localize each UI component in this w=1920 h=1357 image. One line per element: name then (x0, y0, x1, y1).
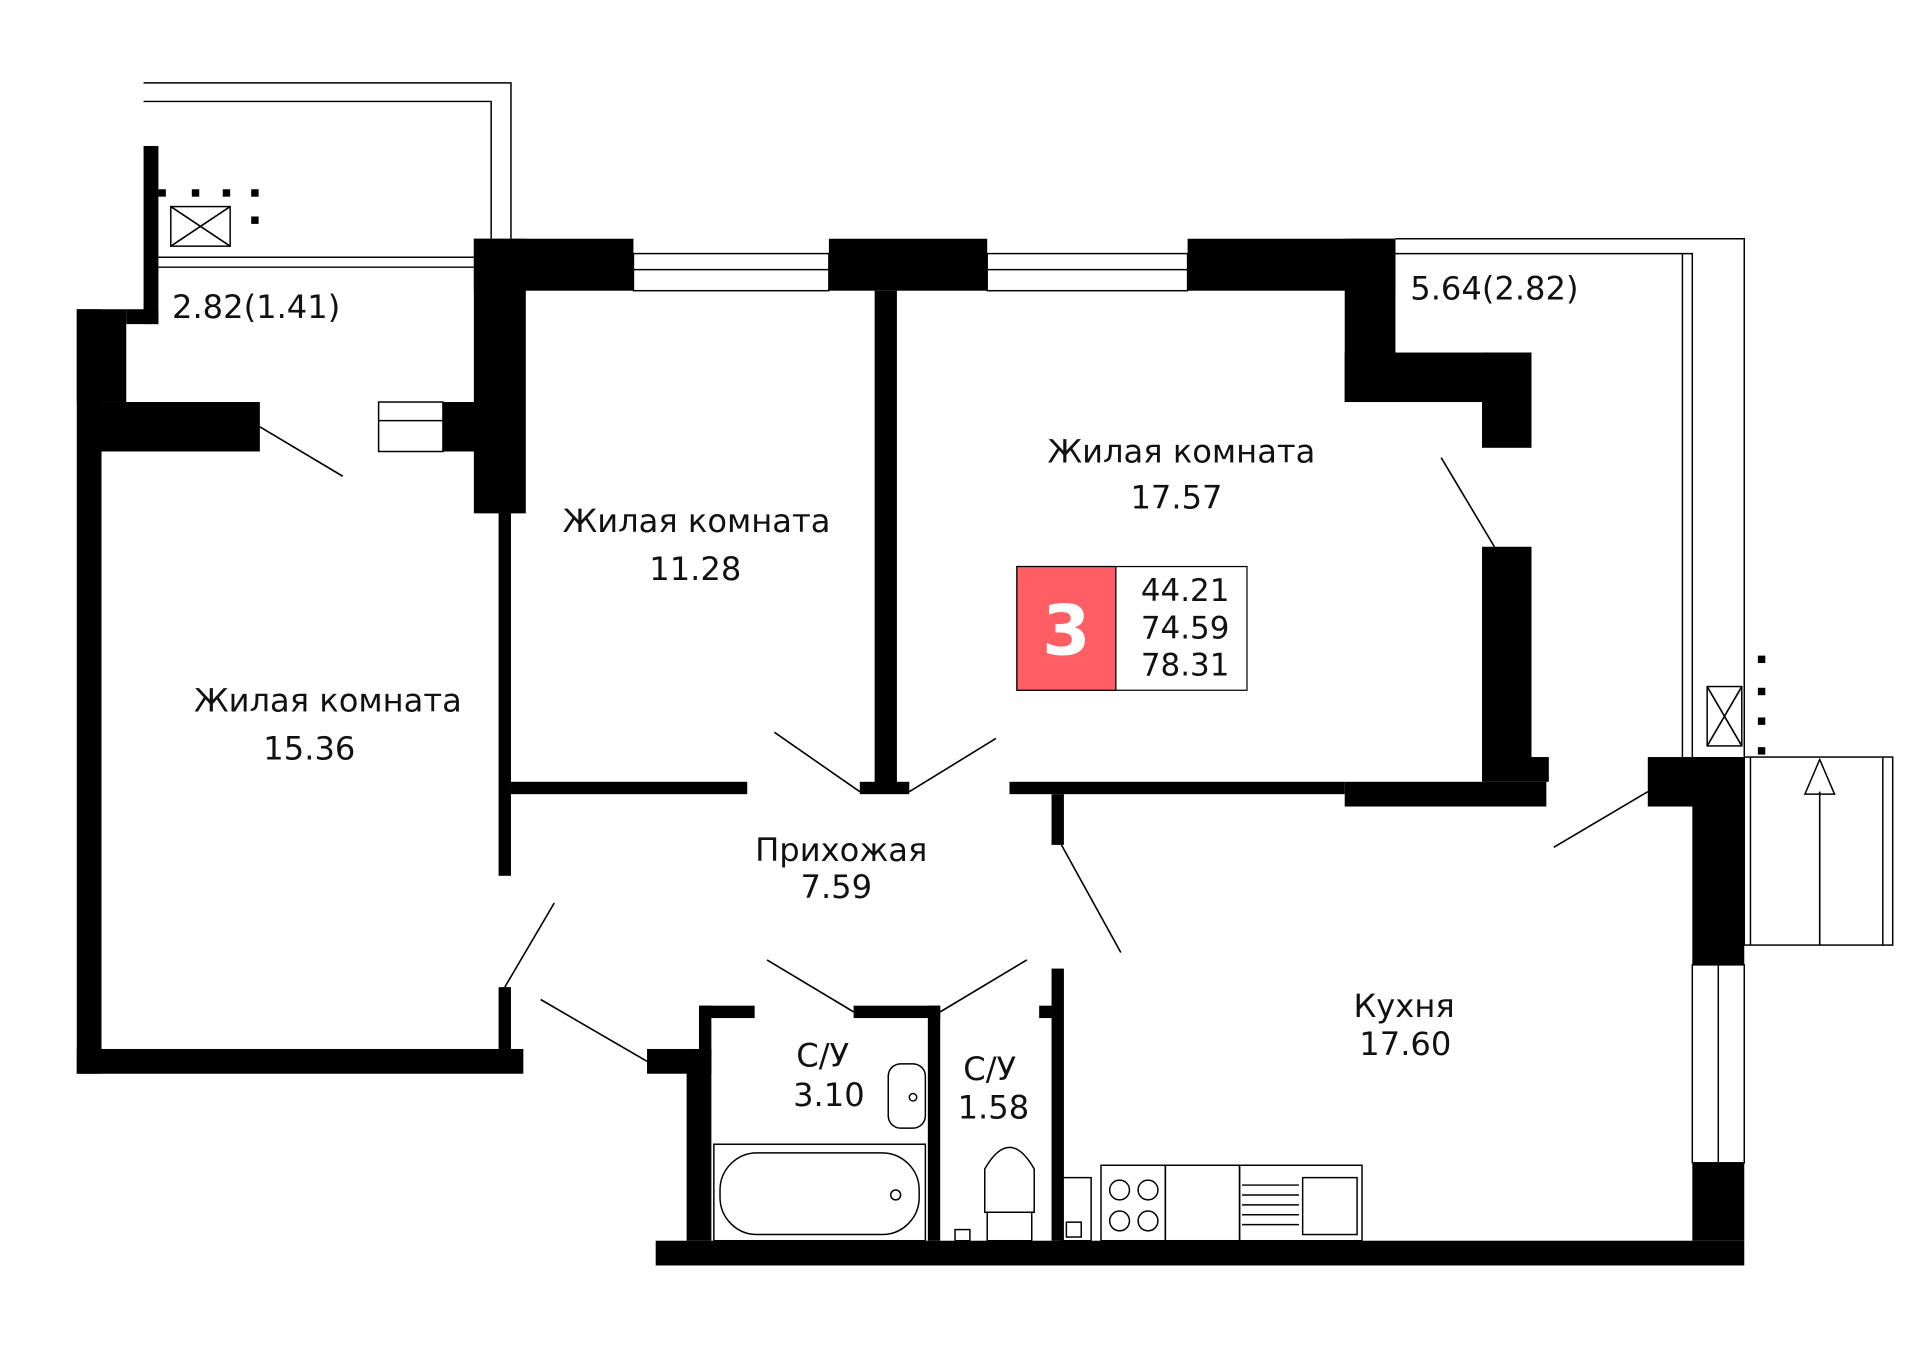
room-name: Жилая комната (563, 502, 831, 540)
room-area: 11.28 (649, 550, 741, 588)
room-area: 15.36 (263, 730, 355, 768)
washing-machine-icon (1060, 1176, 1092, 1242)
room-name: Жилая комната (1047, 433, 1315, 471)
living-area: 44.21 (1141, 573, 1229, 609)
bathtub-icon (713, 1143, 927, 1242)
balcony-area: 5.64(2.82) (1410, 269, 1578, 307)
entrance-arrow-icon (1743, 756, 1894, 946)
counter-icon (1164, 1164, 1363, 1242)
toilet-icon (954, 1146, 1035, 1242)
door-swings (259, 426, 1649, 1063)
stove-icon (1100, 1164, 1167, 1242)
balcony-left-outline (143, 82, 512, 268)
walls (76, 145, 1745, 1266)
room-area: 7.59 (800, 868, 872, 906)
ventilation-icon (1706, 655, 1766, 755)
room-area: 1.58 (958, 1088, 1030, 1126)
room-name: Прихожая (755, 831, 927, 869)
apartment-badge: 3 44.21 74.59 78.31 (1016, 565, 1248, 691)
room-name: Жилая комната (194, 681, 462, 719)
total-area: 74.59 (1141, 610, 1229, 646)
total-area-with-balcony: 78.31 (1141, 647, 1229, 683)
windows (377, 252, 1746, 1164)
room-area: 17.60 (1359, 1025, 1451, 1063)
room-area: 3.10 (793, 1076, 865, 1114)
room-name: Кухня (1353, 987, 1454, 1025)
balcony-area: 2.82(1.41) (172, 288, 340, 326)
ventilation-icon (158, 189, 259, 247)
room-area: 17.57 (1130, 478, 1222, 516)
sink-icon (887, 1063, 927, 1129)
room-name: С/У (796, 1036, 849, 1074)
balcony-right-outline (1395, 238, 1746, 758)
room-name: С/У (963, 1050, 1016, 1088)
rooms-count: 3 (1042, 591, 1090, 671)
